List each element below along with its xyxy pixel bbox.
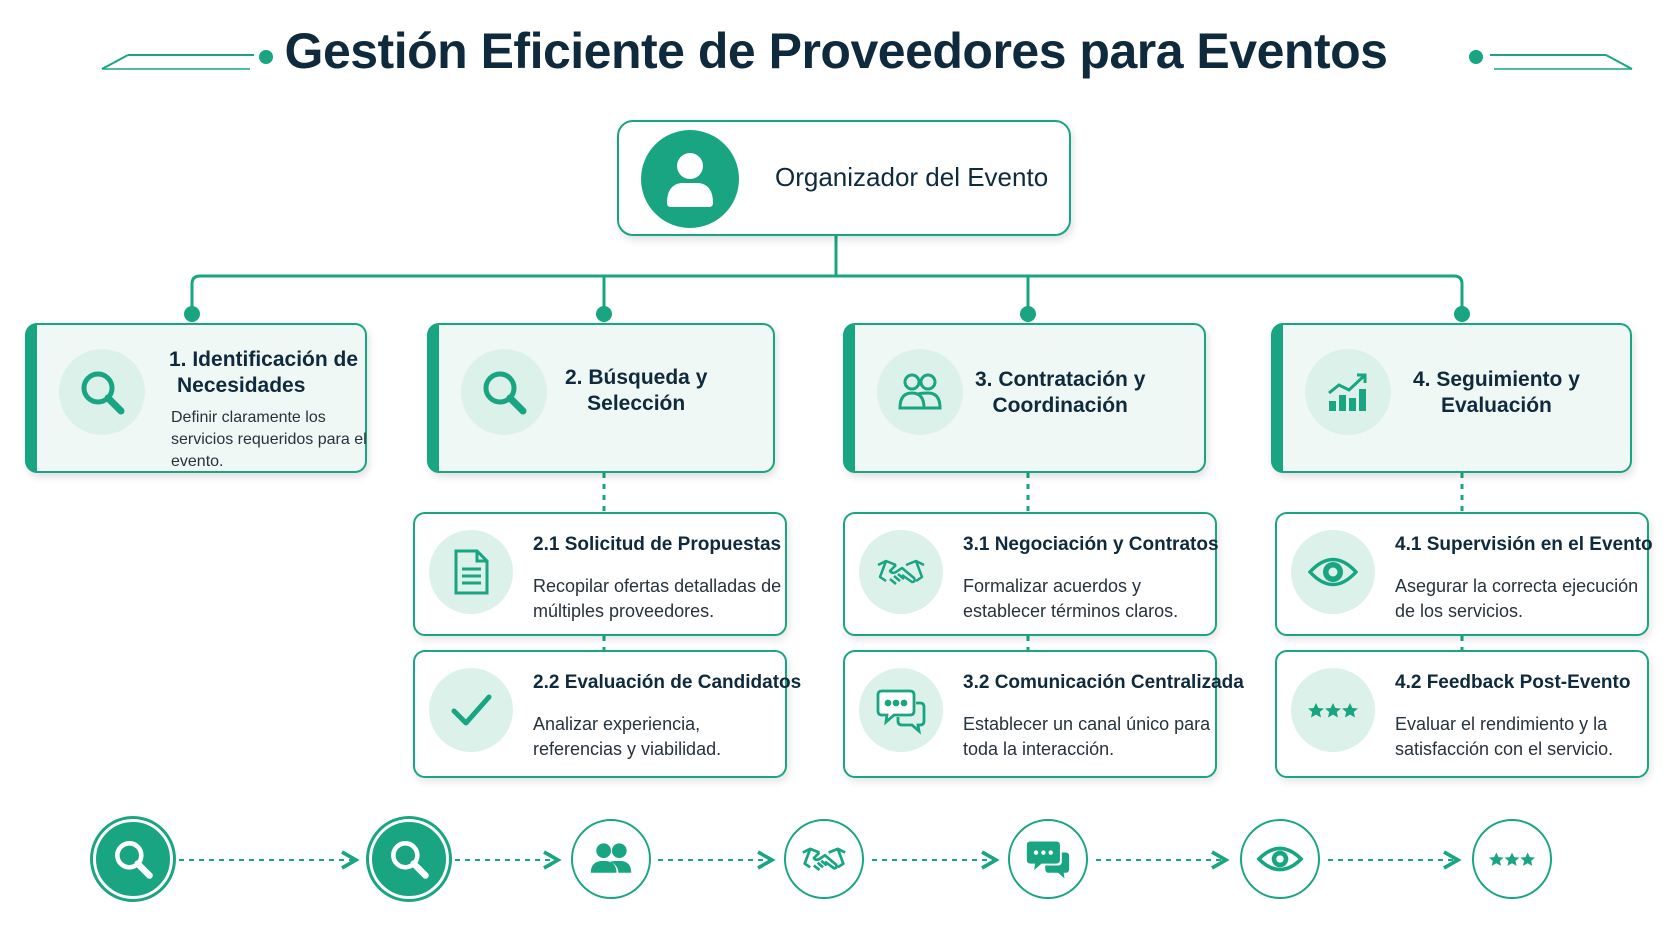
- subtask-description: Establecer un canal único para toda la i…: [963, 714, 1211, 759]
- page-title: Gestión Eficiente de Proveedores para Ev…: [284, 23, 1388, 79]
- phase-title: 1. Identificación de Necesidades: [169, 348, 359, 397]
- subtask-title: 3.1 Negociación y Contratos: [963, 534, 1219, 555]
- subtask-card-negociacion: 3.1 Negociación y Contratos Formalizar a…: [843, 512, 1219, 636]
- chat-icon: [1026, 841, 1070, 879]
- user-icon: [641, 130, 739, 228]
- search-icon: [115, 841, 153, 879]
- flow-step-search-2: [369, 819, 449, 899]
- stars-icon: [1291, 668, 1375, 752]
- eye-icon: [1291, 530, 1375, 614]
- handshake-icon: [802, 847, 846, 872]
- flow-step-users: [571, 819, 651, 899]
- flow-step-chat: [1008, 819, 1088, 899]
- subtask-description: Asegurar la correcta ejecución de los se…: [1395, 576, 1639, 621]
- phase-description: Definir claramente los servicios requeri…: [171, 409, 367, 470]
- flow-step-eye: [1240, 819, 1320, 899]
- chat-icon: [859, 668, 943, 752]
- subtask-title: 4.1 Supervisión en el Evento: [1395, 534, 1653, 555]
- root-label: Organizador del Evento: [775, 162, 1049, 192]
- search-icon: [391, 841, 429, 879]
- stars-icon: [1489, 852, 1535, 866]
- users-icon: [590, 843, 632, 873]
- subtask-title: 3.2 Comunicación Centralizada: [963, 672, 1244, 693]
- phase-title: 2. Búsqueda y Selección: [565, 366, 708, 415]
- subtask-card-comunicacion: 3.2 Comunicación Centralizada Establecer…: [843, 650, 1244, 778]
- flow-step-stars: [1472, 819, 1552, 899]
- phase-title: 4. Seguimiento y Evaluación: [1413, 368, 1580, 417]
- subtask-card-solicitud: 2.1 Solicitud de Propuestas Recopilar of…: [413, 512, 787, 636]
- document-icon: [429, 530, 513, 614]
- subtask-description: Evaluar el rendimiento y la satisfacción…: [1395, 714, 1614, 759]
- phase-card-identificacion: 1. Identificación de Necesidades Definir…: [25, 323, 367, 473]
- subtask-card-evaluacion: 2.2 Evaluación de Candidatos Analizar ex…: [413, 650, 801, 778]
- search-icon: [461, 349, 547, 435]
- phase-card-seguimiento: 4. Seguimiento y Evaluación: [1271, 323, 1632, 473]
- chart-icon: [1305, 349, 1391, 435]
- phase-card-busqueda: 2. Búsqueda y Selección: [427, 323, 775, 473]
- subtask-title: 2.2 Evaluación de Candidatos: [533, 672, 802, 693]
- checkmark-icon: [429, 668, 513, 752]
- users-icon: [877, 349, 963, 435]
- search-icon: [59, 349, 145, 435]
- tree-connector-dots: [184, 306, 1470, 322]
- tree-connectors: [190, 236, 1464, 314]
- subtask-title: 2.1 Solicitud de Propuestas: [533, 534, 782, 555]
- subtask-card-supervision: 4.1 Supervisión en el Evento Asegurar la…: [1275, 512, 1653, 636]
- subtask-description: Analizar experiencia, referencias y viab…: [533, 714, 722, 759]
- root-node: Organizador del Evento: [617, 120, 1071, 236]
- flow-step-handshake: [784, 819, 864, 899]
- handshake-icon: [859, 530, 943, 614]
- subtask-card-feedback: 4.2 Feedback Post-Evento Evaluar el rend…: [1275, 650, 1649, 778]
- eye-icon: [1257, 846, 1303, 872]
- phase-title: 3. Contratación y Coordinación: [975, 368, 1146, 417]
- subtask-description: Recopilar ofertas detalladas de múltiple…: [533, 576, 782, 621]
- subtask-title: 4.2 Feedback Post-Evento: [1395, 672, 1631, 693]
- phase-card-contratacion: 3. Contratación y Coordinación: [843, 323, 1206, 473]
- subtask-description: Formalizar acuerdos y establecer término…: [963, 576, 1179, 621]
- flow-step-search-1: [93, 819, 173, 899]
